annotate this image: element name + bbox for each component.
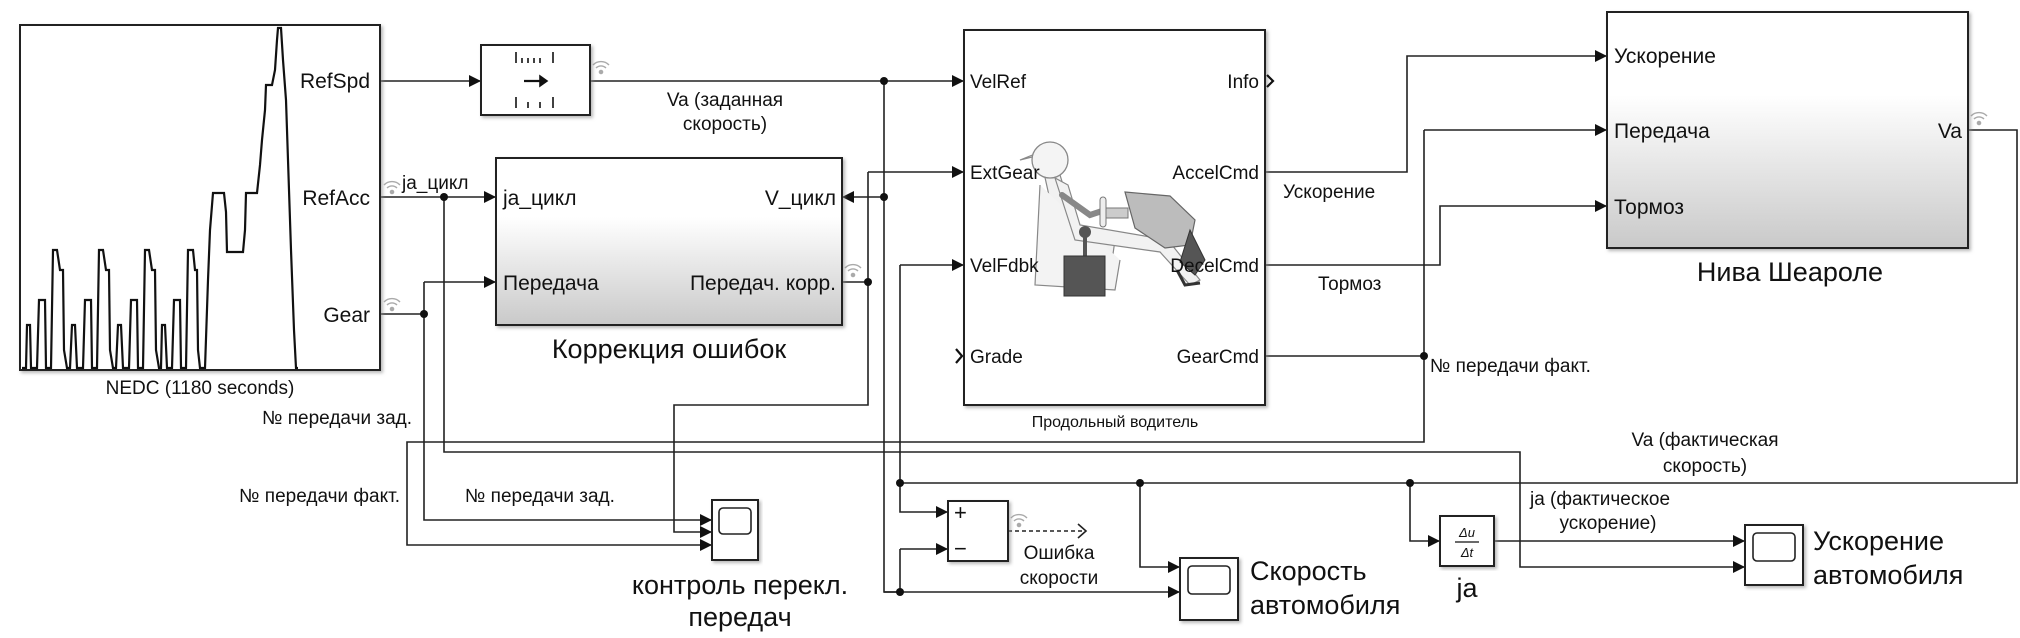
signal-label-gear-ref-mid: № передачи зад. [465,486,615,507]
port-va-out: Va [1938,120,1962,143]
signal-label-va-ref-1: Va (заданная [667,90,783,111]
gear-scope-block[interactable] [711,499,759,561]
port-gear-in: Передача [1614,120,1710,143]
junction-dot [1406,479,1414,487]
junctions [420,77,1428,596]
signal-label-gear-actual-left: № передачи факт. [239,486,400,507]
vehicle-block-label: Нива Шеароле [1697,257,1883,287]
scope-screen-icon [718,507,752,535]
port-brake-in: Тормоз [1614,196,1684,219]
signal-label-speed-err-2: скорости [1020,568,1099,589]
signal-label-accel: Ускорение [1283,182,1375,203]
signal-label-ja-cycle: ja_цикл [401,173,468,194]
rate-transition-icon [515,52,554,108]
deriv-denominator: Δt [1460,545,1475,560]
signal-label-brake: Тормоз [1318,274,1381,295]
signal-label-ja-act-1: ja (фактическое [1529,489,1670,510]
wire-va-to-speed-scope[interactable] [1139,483,1180,573]
scope-screen-icon [1752,532,1796,562]
signal-label-gear-ref-left: № передачи зад. [262,408,412,429]
rate-transition-block[interactable] [480,44,591,116]
port-info: Info [1227,72,1259,93]
junction-dot [1136,479,1144,487]
nedc-drive-cycle-plot [22,26,298,370]
nedc-block[interactable]: RefSpd RefAcc Gear NEDC (1180 seconds) [19,24,381,399]
junction-dot [896,479,904,487]
wire-va-to-deriv[interactable] [1409,483,1440,547]
port-decelcmd: DecelCmd [1170,256,1259,277]
vehicle-block[interactable]: Ускорение Передача Тормоз Va [1606,11,1969,249]
derivative-block-label: ja [1455,573,1478,603]
gear-scope-label-2: передач [688,602,791,632]
sum-block[interactable]: + − [947,500,1009,562]
signal-label-va-act-2: скорость) [1663,456,1747,477]
nedc-block-label: NEDC (1180 seconds) [106,378,295,399]
wifi-icon [592,60,610,75]
wifi-icon [1010,513,1028,528]
junction-dot [420,310,428,318]
junction-dot [864,278,872,286]
port-gearcmd: GearCmd [1177,347,1259,368]
port-grade: Grade [970,347,1023,368]
wifi-icon [383,297,401,312]
port-refacc: RefAcc [302,187,370,210]
bus-out-chevron-icon [1266,74,1275,88]
junction-dot [880,77,888,85]
junction-dot [440,193,448,201]
port-accel-in: Ускорение [1614,45,1716,68]
port-ja-cycle-in: ja_цикл [502,187,576,210]
deriv-numerator: Δu [1458,525,1475,540]
junction-dot [896,588,904,596]
wire-ja-cycle-to-accel-scope[interactable] [443,197,1745,573]
wire-gear-ref-to-scope[interactable] [423,282,712,526]
port-extgear: ExtGear [970,163,1040,184]
port-gear: Gear [323,304,370,327]
sum-minus-sign: − [954,536,967,561]
scope-screen-icon [1187,565,1231,595]
port-accelcmd: AccelCmd [1172,163,1259,184]
wire-gear-actual-to-scope[interactable] [406,130,1425,551]
signal-label-ja-act-2: ускорение) [1559,513,1656,534]
port-velfdbk: VelFdbk [970,256,1039,277]
wire-va-to-sum-plus[interactable] [899,483,948,518]
wifi-icon [383,180,401,195]
port-gear-corr-out: Передач. корр. [690,272,836,295]
accel-scope-label-1: Ускорение [1813,526,1944,556]
port-gear-in: Передача [503,272,599,295]
sum-plus-sign: + [954,500,967,525]
driver-block[interactable]: VelRef ExtGear VelFdbk Grade Info AccelC… [955,29,1275,406]
correction-block-label: Коррекция ошибок [552,334,787,364]
signal-label-speed-err-1: Ошибка [1024,543,1095,564]
accel-scope-block[interactable] [1744,524,1804,586]
driver-block-label: Продольный водитель [1032,414,1199,431]
port-refspd: RefSpd [300,70,370,93]
wire-decel-cmd[interactable] [1265,200,1607,266]
driver-figure-icon [1019,141,1206,297]
signal-label-va-act-1: Va (фактическая [1631,430,1778,451]
speed-error-arrowhead [1077,523,1088,539]
speed-scope-label-2: автомобиля [1250,590,1400,620]
wire-gear-corr-to-scope[interactable] [673,172,869,538]
signal-label-va-ref-2: скорость) [683,114,767,135]
bus-in-chevron-icon [955,348,964,364]
port-velref: VelRef [970,72,1027,93]
junction-dot [1420,352,1428,360]
wire-va-actual[interactable] [900,129,2018,484]
accel-scope-label-2: автомобиля [1813,560,1963,590]
speed-scope-block[interactable] [1179,557,1239,621]
signal-label-gear-actual: № передачи факт. [1430,356,1591,377]
wire-accel-cmd[interactable] [1265,50,1607,173]
correction-block[interactable]: ja_цикл Передача V_цикл Передач. корр. [495,157,843,326]
wifi-icon [1970,111,1988,126]
derivative-block[interactable]: Δu Δt [1439,515,1495,567]
speed-scope-label-1: Скорость [1250,556,1367,586]
port-v-cycle-out: V_цикл [765,187,836,210]
wifi-icon [844,263,862,278]
gear-scope-label-1: контроль перекл. [632,570,848,600]
junction-dot [880,193,888,201]
wires [380,50,2018,598]
